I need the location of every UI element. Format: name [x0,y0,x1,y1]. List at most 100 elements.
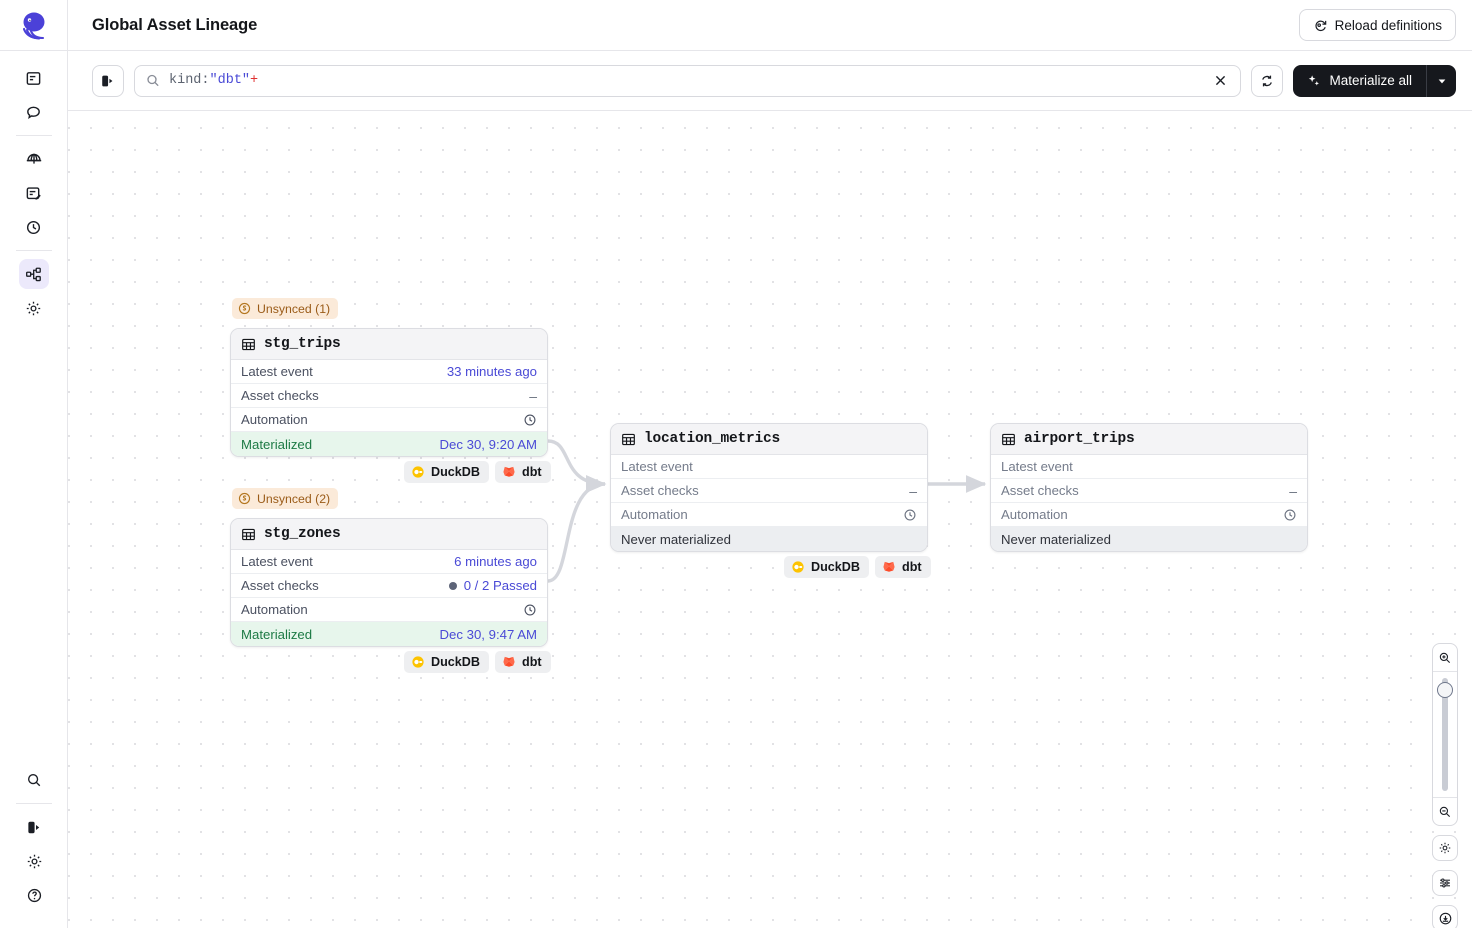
search-token-key: kind: [169,73,210,88]
asset-node-stg-zones[interactable]: stg_zones Latest event 6 minutes ago Ass… [230,518,548,647]
lineage-canvas[interactable]: Unsynced (1) stg_trips Latest event 33 m… [68,111,1472,928]
sidebar-settings[interactable] [19,846,49,876]
sidebar-item-asset-lineage[interactable] [18,259,49,289]
asset-graph-icon [26,267,41,281]
row-asset-checks[interactable]: Asset checks – [231,384,547,408]
chevron-down-icon [1438,79,1445,83]
kind-chip-dbt[interactable]: dbt [875,556,931,578]
clock-icon [524,414,536,425]
sidebar-item-overview[interactable] [19,63,49,93]
zoom-in-button[interactable] [1433,644,1457,671]
search-input-value[interactable]: kind:"dbt"+ [169,73,1204,88]
zoom-slider[interactable] [1433,672,1457,797]
kind-chip-duckdb[interactable]: DuckDB [404,651,489,673]
jobs-list-icon [26,186,41,200]
asset-node-stg-trips[interactable]: stg_trips Latest event 33 minutes ago As… [230,328,548,457]
sparkle-icon [1309,74,1320,86]
sidebar-help[interactable] [19,880,49,910]
never-materialized-label: Never materialized [1001,531,1111,547]
sidebar-item-settings[interactable] [19,293,49,323]
materialize-all-button[interactable]: Materialize all [1293,64,1426,97]
app-logo[interactable] [0,0,68,51]
zoom-divider-2 [1433,797,1457,798]
clear-search-button[interactable] [1210,71,1230,91]
row-automation[interactable]: Automation [231,598,547,622]
chat-bubble-icon [27,106,40,119]
kind-chip-duckdb[interactable]: DuckDB [784,556,869,578]
reload-definitions-button[interactable]: Reload definitions [1298,9,1456,41]
graph-toolbar: kind:"dbt"+ [68,51,1472,111]
recenter-icon [1439,912,1451,924]
graph-filters-button[interactable] [1432,870,1458,896]
sidebar-nav-bottom [0,763,68,912]
asset-checks-value: 0 / 2 Passed [463,578,537,593]
row-label: Automation [1001,507,1068,522]
sidebar-item-schedules[interactable] [19,212,49,242]
materialize-options-button[interactable] [1426,64,1456,97]
kind-chip-duckdb[interactable]: DuckDB [404,461,489,483]
asset-search-field[interactable]: kind:"dbt"+ [134,64,1242,97]
row-automation[interactable]: Automation [231,408,547,432]
search-icon [147,74,159,87]
asset-node-header: location_metrics [611,424,927,455]
asset-node-header: airport_trips [991,424,1307,455]
row-label: Latest event [1001,459,1073,474]
duckdb-icon [792,561,804,573]
unsynced-badge-stg-trips[interactable]: Unsynced (1) [232,298,339,319]
kind-chip-dbt[interactable]: dbt [495,651,551,673]
row-asset-checks[interactable]: Asset checks – [991,479,1307,503]
dbt-icon [883,561,895,572]
zoom-slider-handle[interactable] [1437,682,1453,698]
search-token-operator: + [250,73,259,88]
graph-settings-button[interactable] [1432,835,1458,861]
asset-node-airport-trips[interactable]: airport_trips Latest event Asset checks … [990,423,1308,552]
row-automation[interactable]: Automation [611,503,927,527]
unsynced-badge-stg-zones[interactable]: Unsynced (2) [232,488,339,509]
refresh-button[interactable] [1251,64,1284,97]
gear-icon [1439,842,1451,854]
toggle-sidebar-button[interactable] [92,64,124,97]
sidebar-item-deployment[interactable] [19,144,49,174]
check-status-dot [448,581,457,590]
row-label: Asset checks [241,388,319,403]
row-label: Latest event [241,364,313,379]
sliders-icon [1440,878,1450,888]
sidebar-expand-panel[interactable] [19,812,49,842]
zoom-out-button[interactable] [1433,798,1457,825]
row-value: 33 minutes ago [446,364,537,379]
unsynced-icon [238,492,251,505]
row-value-wrap: 0 / 2 Passed [448,578,537,593]
row-automation[interactable]: Automation [991,503,1307,527]
help-circle-icon [27,888,41,902]
row-asset-checks[interactable]: Asset checks 0 / 2 Passed [231,574,547,598]
asset-node-title: airport_trips [1024,431,1135,447]
row-label: Automation [241,412,308,427]
row-materialized[interactable]: Materialized Dec 30, 9:20 AM [231,432,547,456]
kind-chip-label: dbt [902,560,922,574]
materialized-label: Materialized [241,436,313,452]
row-latest-event[interactable]: Latest event 33 minutes ago [231,360,547,384]
sidebar-item-chat[interactable] [19,97,49,127]
row-value: – [1289,482,1297,499]
duckdb-icon [412,466,424,478]
sidebar-divider-3 [16,803,52,804]
row-label: Latest event [241,554,313,569]
recenter-graph-button[interactable] [1432,905,1458,928]
row-never-materialized[interactable]: Never materialized [991,527,1307,551]
unsynced-badge-label: Unsynced (2) [257,491,331,506]
row-never-materialized[interactable]: Never materialized [611,527,927,551]
dbt-icon [503,656,515,667]
row-latest-event[interactable]: Latest event [991,455,1307,479]
sidebar-item-jobs[interactable] [19,178,49,208]
page-title: Global Asset Lineage [92,15,258,34]
kind-chip-label: dbt [522,465,542,479]
sidebar-search[interactable] [19,765,49,795]
row-latest-event[interactable]: Latest event 6 minutes ago [231,550,547,574]
toggle-sidebar-icon [102,75,113,86]
clock-icon [1284,509,1296,520]
row-asset-checks[interactable]: Asset checks – [611,479,927,503]
row-materialized[interactable]: Materialized Dec 30, 9:47 AM [231,622,547,646]
row-latest-event[interactable]: Latest event [611,455,927,479]
asset-node-location-metrics[interactable]: location_metrics Latest event Asset chec… [610,423,928,552]
kind-chip-dbt[interactable]: dbt [495,461,551,483]
